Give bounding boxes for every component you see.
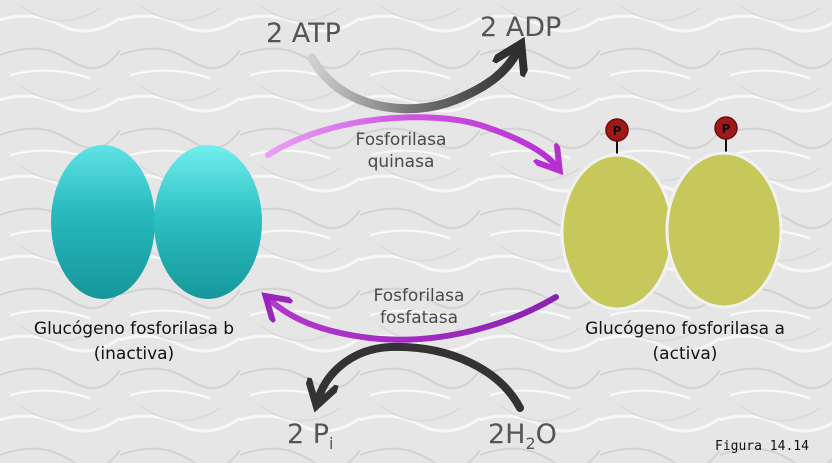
phosphatase-arrow xyxy=(270,297,559,343)
water-post: O xyxy=(535,419,557,450)
phosphate-label-left: P xyxy=(613,124,622,138)
teal-subunit-left xyxy=(51,145,155,299)
phosphatase-line2: fosfatasa xyxy=(379,308,458,328)
phosphorylase-b-status: (inactiva) xyxy=(93,344,175,364)
phosphorylase-a-dimer: P P xyxy=(560,116,783,311)
phosphorylase-b-dimer xyxy=(51,145,262,299)
teal-subunit-right xyxy=(154,145,262,299)
water-pre: 2H xyxy=(488,419,526,450)
phosphorylase-a-label: Glucógeno fosforilasa a (activa) xyxy=(565,317,805,367)
kinase-line2: quinasa xyxy=(367,152,435,172)
kinase-arrow xyxy=(265,114,556,166)
phosphatase-line1: Fosforilasa xyxy=(373,286,465,306)
yellow-subunit-right xyxy=(665,151,783,309)
adp-label: 2 ADP xyxy=(480,12,562,43)
phosphorylase-a-name: Glucógeno fosforilasa a xyxy=(585,319,785,339)
phosphorylase-b-name: Glucógeno fosforilasa b xyxy=(33,319,235,339)
water-subscript: 2 xyxy=(525,434,536,453)
kinase-line1: Fosforilasa xyxy=(355,130,447,150)
phosphate-label-right: P xyxy=(722,122,731,136)
figure-caption: Figura 14.14 xyxy=(715,439,809,454)
atp-to-adp-arrow xyxy=(307,50,518,114)
atp-label: 2 ATP xyxy=(266,18,341,49)
phosphate-group-right xyxy=(714,116,738,140)
kinase-label: Fosforilasa quinasa xyxy=(350,129,452,173)
phosphorylase-b-label: Glucógeno fosforilasa b (inactiva) xyxy=(14,317,254,367)
yellow-subunit-left xyxy=(560,153,674,311)
h2o-to-pi-arrow xyxy=(318,342,524,408)
phosphorylase-a-status: (activa) xyxy=(652,344,718,364)
phosphate-group-left xyxy=(605,118,629,142)
pi-subscript: i xyxy=(329,434,334,453)
pi-main: 2 P xyxy=(287,419,330,450)
phosphate-product-label: 2 Pi xyxy=(287,419,334,453)
phosphatase-label: Fosforilasa fosfatasa xyxy=(367,285,471,329)
water-label: 2H2O xyxy=(488,419,557,453)
